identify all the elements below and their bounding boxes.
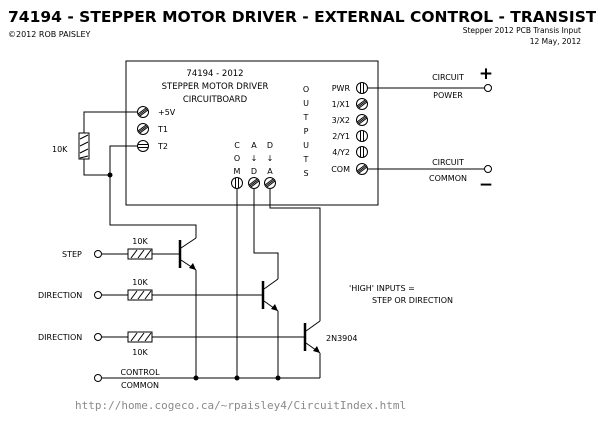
screw-terminal-icon [356, 163, 368, 175]
svg-text:M: M [234, 167, 241, 176]
junction-dot [193, 375, 199, 381]
terminal-circle-icon [484, 84, 492, 92]
resistor-hatch [144, 332, 152, 342]
minus-sign: − [479, 175, 493, 195]
da-wire [269, 189, 321, 321]
pot-wire-bottom [83, 159, 110, 176]
copyright-text: ©2012 ROB PAISLEY [8, 30, 91, 39]
terminal-label-1x1: 1/X1 [332, 100, 350, 109]
npn-transistor-icon [261, 278, 279, 312]
outputs-letter: O [303, 85, 309, 94]
terminal-circle-icon [94, 374, 102, 382]
resistor-label-1: 10K [132, 237, 148, 246]
terminal-label-pwr: PWR [332, 84, 351, 93]
terminal-label-4y2: 4/Y2 [332, 148, 350, 157]
input-label-direction-1: DIRECTION [38, 291, 82, 300]
board-title-line2: STEPPER MOTOR DRIVER [162, 82, 269, 92]
resistor-hatch [130, 332, 138, 342]
resistor-hatch [79, 134, 89, 140]
circuit-common-label-2: COMMON [429, 174, 467, 183]
outputs-letter: U [303, 141, 309, 150]
screw-terminal-icon [248, 177, 260, 189]
resistor-hatch [130, 290, 138, 300]
svg-text:O: O [234, 154, 240, 163]
junction-dot [234, 375, 240, 381]
screw-terminal-icon [137, 106, 149, 118]
terminal-circle-icon [94, 291, 102, 299]
resistor-hatch [79, 148, 89, 154]
file-name-text: Stepper 2012 PCB Transis Input [463, 26, 581, 35]
junction-dot [107, 172, 113, 178]
svg-text:A: A [251, 141, 257, 150]
svg-text:C: C [234, 141, 240, 150]
npn-transistor-icon [178, 237, 197, 271]
resistor-hatch [144, 290, 152, 300]
screw-terminal-icon [356, 130, 368, 142]
ad-wire [253, 189, 279, 279]
svg-text:D: D [251, 167, 257, 176]
screw-terminal-icon [231, 177, 243, 189]
pot-wire-top [83, 111, 138, 133]
input-label-step: STEP [62, 250, 82, 259]
screw-terminal-icon [356, 146, 368, 158]
resistor-hatch [144, 249, 152, 259]
screw-terminal-icon [356, 114, 368, 126]
outputs-letter: S [303, 169, 308, 178]
t2-wire [109, 145, 197, 238]
svg-text:D: D [267, 141, 273, 150]
page-title: 74194 - STEPPER MOTOR DRIVER - EXTERNAL … [8, 8, 596, 26]
bottom-terminal-com-label: C O M [234, 141, 241, 176]
control-common-label-2: COMMON [121, 381, 159, 390]
resistor-label-3: 10K [132, 348, 148, 357]
resistor-label-2: 10K [132, 278, 148, 287]
svg-text:A: A [267, 167, 273, 176]
terminal-label-3x2: 3/X2 [332, 116, 350, 125]
date-text: 12 May, 2012 [530, 37, 582, 46]
terminal-label-5v: +5V [158, 108, 176, 117]
transistor-type-label: 2N3904 [326, 334, 357, 343]
terminal-label-com: COM [331, 165, 350, 174]
screw-terminal-icon [137, 140, 149, 152]
bottom-terminal-ad-label: A ↓ D [251, 141, 258, 176]
screw-terminal-icon [356, 82, 368, 94]
screw-terminal-icon [137, 123, 149, 135]
pot-resistor-label: 10K [52, 145, 68, 154]
bottom-terminal-da-label: D ↓ A [267, 141, 274, 176]
resistor-hatch [137, 332, 145, 342]
svg-text:↓: ↓ [251, 154, 258, 163]
note-line-1: 'HIGH' INPUTS = [349, 284, 415, 293]
outputs-letter: U [303, 99, 309, 108]
terminal-label-t2: T2 [157, 142, 168, 151]
input-label-direction-2: DIRECTION [38, 333, 82, 342]
board-title-line1: 74194 - 2012 [186, 69, 243, 79]
terminal-circle-icon [94, 250, 102, 258]
outputs-letter: T [303, 155, 309, 164]
note-line-2: STEP OR DIRECTION [372, 296, 453, 305]
outputs-letter: P [304, 127, 309, 136]
outputs-vertical-label: O U T P U T S [303, 85, 310, 178]
circuit-common-label-1: CIRCUIT [432, 158, 464, 167]
npn-transistor-icon [303, 320, 321, 354]
outputs-letter: T [303, 113, 309, 122]
circuit-power-label-1: CIRCUIT [432, 73, 464, 82]
board-title-line3: CIRCUITBOARD [183, 95, 248, 105]
terminal-label-t1: T1 [157, 125, 168, 134]
terminal-circle-icon [94, 333, 102, 341]
resistor-hatch [137, 249, 145, 259]
resistor-hatch [79, 141, 89, 147]
screw-terminal-icon [264, 177, 276, 189]
svg-text:↓: ↓ [267, 154, 274, 163]
terminal-label-2y1: 2/Y1 [332, 132, 350, 141]
circuit-power-label-2: POWER [433, 91, 463, 100]
terminal-circle-icon [484, 165, 492, 173]
junction-dot [275, 375, 281, 381]
source-url: http://home.cogeco.ca/~rpaisley4/Circuit… [75, 399, 406, 412]
control-common-label-1: CONTROL [120, 368, 160, 377]
resistor-hatch [137, 290, 145, 300]
resistor-hatch [79, 155, 89, 159]
screw-terminal-icon [356, 98, 368, 110]
plus-sign: + [479, 64, 493, 84]
resistor-hatch [130, 249, 138, 259]
